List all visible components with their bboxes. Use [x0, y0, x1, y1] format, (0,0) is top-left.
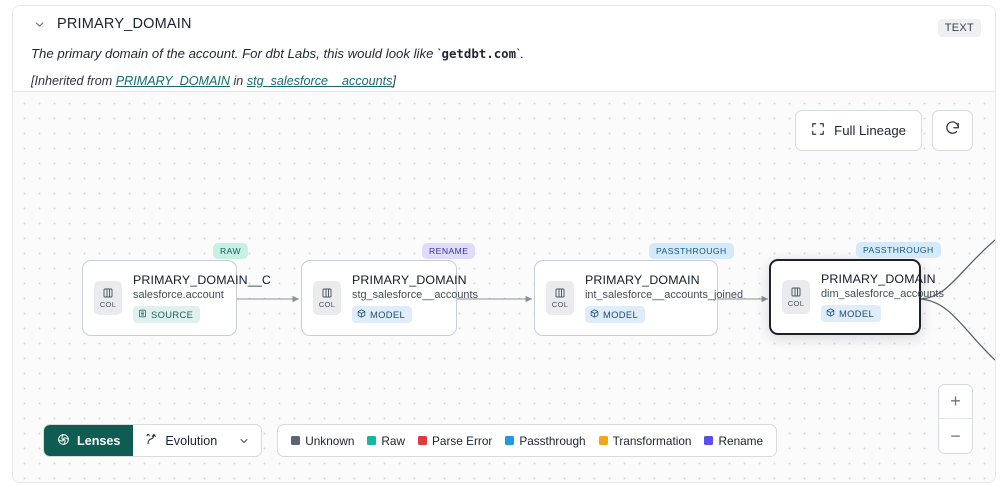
- column-chip-label: COL: [99, 300, 117, 309]
- inherit-suffix: ]: [392, 74, 396, 88]
- node-type-label: MODEL: [603, 309, 639, 320]
- page-title: PRIMARY_DOMAIN: [57, 16, 192, 32]
- legend-swatch: [598, 436, 608, 445]
- lens-icon: [57, 433, 70, 449]
- lineage-node[interactable]: COL PRIMARY_DOMAIN__C salesforce.account: [82, 260, 271, 336]
- full-lineage-label: Full Lineage: [834, 123, 906, 138]
- legend-label: Unknown: [305, 433, 355, 448]
- column-icon: [321, 287, 333, 299]
- node-subtitle: salesforce.account: [133, 289, 224, 301]
- evolution-label: Evolution: [165, 433, 218, 448]
- evolution-dropdown[interactable]: Evolution: [133, 425, 261, 456]
- evolution-icon: [144, 432, 158, 449]
- inherit-middle: in: [230, 74, 247, 88]
- column-icon: [554, 287, 566, 299]
- legend-item: Transformation: [598, 433, 692, 448]
- chevron-down-icon[interactable]: [31, 16, 47, 32]
- legend-label: Parse Error: [432, 433, 493, 448]
- zoom-in-button[interactable]: +: [939, 385, 972, 419]
- cube-icon: [826, 308, 835, 319]
- legend-label: Passthrough: [519, 433, 586, 448]
- node-title: PRIMARY_DOMAIN: [821, 272, 936, 286]
- node-lens-pill: RAW: [213, 243, 249, 259]
- description-code: getdbt.com: [441, 46, 517, 61]
- column-chip-label: COL: [318, 300, 336, 309]
- zoom-controls: + −: [938, 384, 973, 454]
- legend-item: Passthrough: [505, 433, 586, 448]
- column-icon-chip: COL: [782, 280, 810, 314]
- column-chip-label: COL: [551, 300, 569, 309]
- lineage-node[interactable]: COL PRIMARY_DOMAIN stg_salesforce__accou…: [301, 260, 478, 336]
- lineage-node[interactable]: COL PRIMARY_DOMAIN int_salesforce__accou…: [534, 260, 743, 336]
- header-title-row: PRIMARY_DOMAIN: [31, 16, 192, 32]
- node-type-badge: MODEL: [585, 306, 646, 323]
- legend-label: Transformation: [612, 433, 692, 448]
- node-subtitle: int_salesforce__accounts_joined: [585, 289, 744, 301]
- card-header: PRIMARY_DOMAIN TEXT The primary domain o…: [13, 6, 995, 92]
- node-lens-pill: PASSTHROUGH: [856, 242, 941, 258]
- legend-label: Raw: [381, 433, 406, 448]
- lens-legend: Unknown Raw Parse Error Passthrough: [277, 424, 778, 457]
- legend-swatch: [291, 436, 301, 445]
- node-title: PRIMARY_DOMAIN: [352, 273, 467, 287]
- node-body: PRIMARY_DOMAIN dim_salesforce_accounts M…: [821, 272, 944, 322]
- inherit-model-link[interactable]: stg_salesforce__accounts: [246, 74, 393, 88]
- column-icon-chip: COL: [546, 281, 574, 315]
- node-title: PRIMARY_DOMAIN: [585, 273, 700, 287]
- legend-item: Parse Error: [418, 434, 492, 448]
- lens-segmented-control: Lenses Evolution: [43, 424, 263, 457]
- zoom-out-button[interactable]: −: [939, 419, 972, 453]
- column-icon-chip: COL: [94, 281, 122, 315]
- description-text-after: `.: [516, 46, 525, 61]
- node-title: PRIMARY_DOMAIN__C: [133, 273, 271, 287]
- column-icon: [790, 286, 802, 298]
- legend-swatch: [505, 436, 515, 445]
- full-lineage-button[interactable]: Full Lineage: [795, 110, 922, 151]
- legend-swatch: [367, 436, 377, 445]
- canvas-top-controls: Full Lineage: [795, 110, 973, 151]
- legend-item: Unknown: [291, 434, 354, 448]
- lineage-canvas[interactable]: Full Lineage + −: [13, 92, 995, 482]
- lenses-button[interactable]: Lenses: [44, 425, 134, 456]
- column-icon-chip: COL: [313, 281, 341, 315]
- refresh-icon: [944, 120, 961, 142]
- legend-item: Raw: [367, 434, 405, 448]
- cube-icon: [357, 309, 366, 320]
- description-text-before: The primary domain of the account. For d…: [31, 46, 442, 61]
- node-type-badge: SOURCE: [133, 306, 201, 323]
- type-badge-text: TEXT: [937, 19, 981, 37]
- node-lens-pill: PASSTHROUGH: [649, 243, 734, 259]
- column-icon: [102, 287, 114, 299]
- node-body: PRIMARY_DOMAIN int_salesforce__accounts_…: [585, 273, 743, 323]
- legend-swatch: [704, 436, 714, 445]
- lineage-edges: [237, 239, 995, 361]
- node-subtitle: stg_salesforce__accounts: [352, 289, 478, 301]
- column-detail-card: PRIMARY_DOMAIN TEXT The primary domain o…: [12, 5, 996, 483]
- expand-icon: [811, 122, 825, 139]
- node-body: PRIMARY_DOMAIN stg_salesforce__accounts …: [352, 273, 478, 323]
- inherit-prefix: [Inherited from: [31, 74, 116, 88]
- node-type-badge: MODEL: [352, 306, 413, 323]
- column-description: The primary domain of the account. For d…: [31, 46, 524, 61]
- node-type-label: SOURCE: [151, 309, 194, 320]
- canvas-bottom-toolbar: Lenses Evolution: [43, 424, 778, 457]
- database-icon: [138, 309, 147, 320]
- node-type-label: MODEL: [370, 309, 406, 320]
- node-type-label: MODEL: [839, 308, 875, 319]
- legend-item: Rename: [704, 434, 763, 448]
- legend-swatch: [418, 436, 428, 445]
- node-type-badge: MODEL: [821, 305, 882, 322]
- inherit-column-link[interactable]: PRIMARY_DOMAIN: [115, 74, 230, 88]
- legend-label: Rename: [718, 433, 764, 448]
- chevron-down-icon: [238, 435, 250, 447]
- cube-icon: [590, 309, 599, 320]
- inherited-from-note: [Inherited from PRIMARY_DOMAIN in stg_sa…: [31, 74, 396, 88]
- node-body: PRIMARY_DOMAIN__C salesforce.account SOU…: [133, 273, 271, 323]
- node-subtitle: dim_salesforce_accounts: [821, 288, 944, 300]
- lineage-node-selected[interactable]: COL PRIMARY_DOMAIN dim_salesforce_accoun…: [769, 259, 944, 335]
- node-lens-pill: RENAME: [422, 243, 476, 259]
- refresh-button[interactable]: [932, 110, 973, 151]
- lenses-label: Lenses: [77, 433, 121, 448]
- column-chip-label: COL: [787, 299, 805, 308]
